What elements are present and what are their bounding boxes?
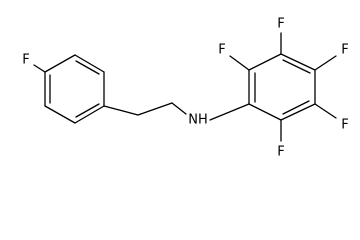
atom-f3-label: F xyxy=(277,17,284,32)
double-bond-inner xyxy=(282,59,311,74)
structure-diagram: F NH F F F F F xyxy=(22,17,348,160)
fluorophenyl-ring xyxy=(44,54,105,124)
bond-ch2-nh xyxy=(171,102,187,115)
atom-f5-label: F xyxy=(341,118,348,133)
bond-c-f4 xyxy=(314,55,337,71)
atom-nh-label: NH xyxy=(188,113,208,128)
bond xyxy=(74,105,105,124)
double-bond-inner xyxy=(75,60,100,75)
double-bond-inner xyxy=(75,103,100,118)
bond xyxy=(248,103,282,121)
atom-f-para-label: F xyxy=(22,53,29,68)
bond-nh-ring xyxy=(209,103,250,121)
bond xyxy=(248,53,282,71)
bond xyxy=(280,103,316,121)
bond xyxy=(74,54,105,73)
atom-f4-label: F xyxy=(341,43,348,58)
bond xyxy=(44,105,76,124)
pentafluorophenyl-ring xyxy=(248,53,316,121)
bond-ch2-ch2 xyxy=(137,102,173,116)
bond-c-f2 xyxy=(229,55,250,71)
bond-ring-ch2 xyxy=(103,105,139,116)
bond xyxy=(44,54,76,73)
bond xyxy=(280,53,316,71)
double-bond-inner xyxy=(282,100,310,115)
atom-f6-label: F xyxy=(277,145,284,160)
bond-c-f-para xyxy=(33,64,46,73)
atom-f2-label: F xyxy=(218,43,225,58)
bond-c-f5 xyxy=(314,103,337,119)
